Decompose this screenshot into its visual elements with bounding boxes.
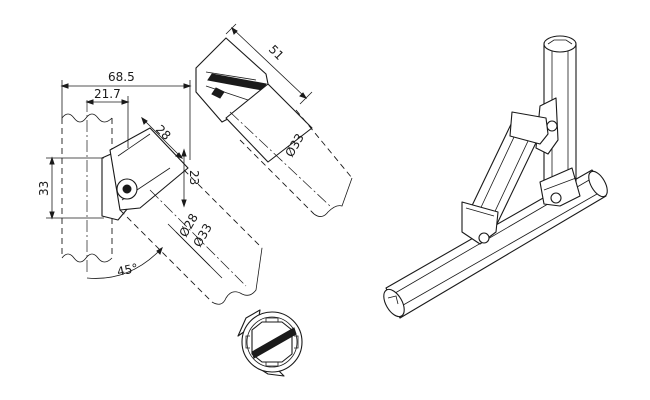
dim-label-23: 23 [187, 170, 201, 185]
dim-angle: 45° [86, 246, 163, 279]
dim-label-33: 33 [37, 181, 51, 196]
diagonal-brace [461, 111, 549, 245]
angled-pipe [119, 169, 263, 305]
section-view [237, 309, 303, 377]
exploded-top-part: 51 Ø33 [195, 23, 353, 217]
dim-label-21-7: 21.7 [94, 87, 121, 101]
clamp-sleeve [225, 83, 313, 163]
upper-joint-bolt [546, 120, 558, 132]
upright-pipe-top [543, 35, 577, 53]
dim-label-45: 45° [116, 261, 140, 279]
dim-bores: Ø28 Ø33 [167, 211, 223, 279]
dim-overall-width: 68.5 [60, 70, 192, 160]
base-joint-bolt [550, 192, 562, 204]
brace-top-joint [509, 111, 549, 145]
dim-label-51: 51 [266, 42, 287, 63]
connector-body [101, 127, 189, 221]
base-pipe-end-right [588, 170, 608, 198]
dim-inner-width: 21.7 [85, 87, 130, 148]
base-joint [539, 167, 581, 207]
section-cut-line [251, 327, 297, 359]
isometric-assembly [383, 35, 608, 319]
dim-height-left: 33 [37, 156, 104, 220]
bolt-hex [122, 184, 132, 194]
dim-arm-offset: 23 [181, 148, 201, 208]
dim-label-68-5: 68.5 [108, 70, 135, 84]
base-pipe-end-left [383, 288, 405, 318]
brace-bottom-bolt [478, 232, 490, 244]
